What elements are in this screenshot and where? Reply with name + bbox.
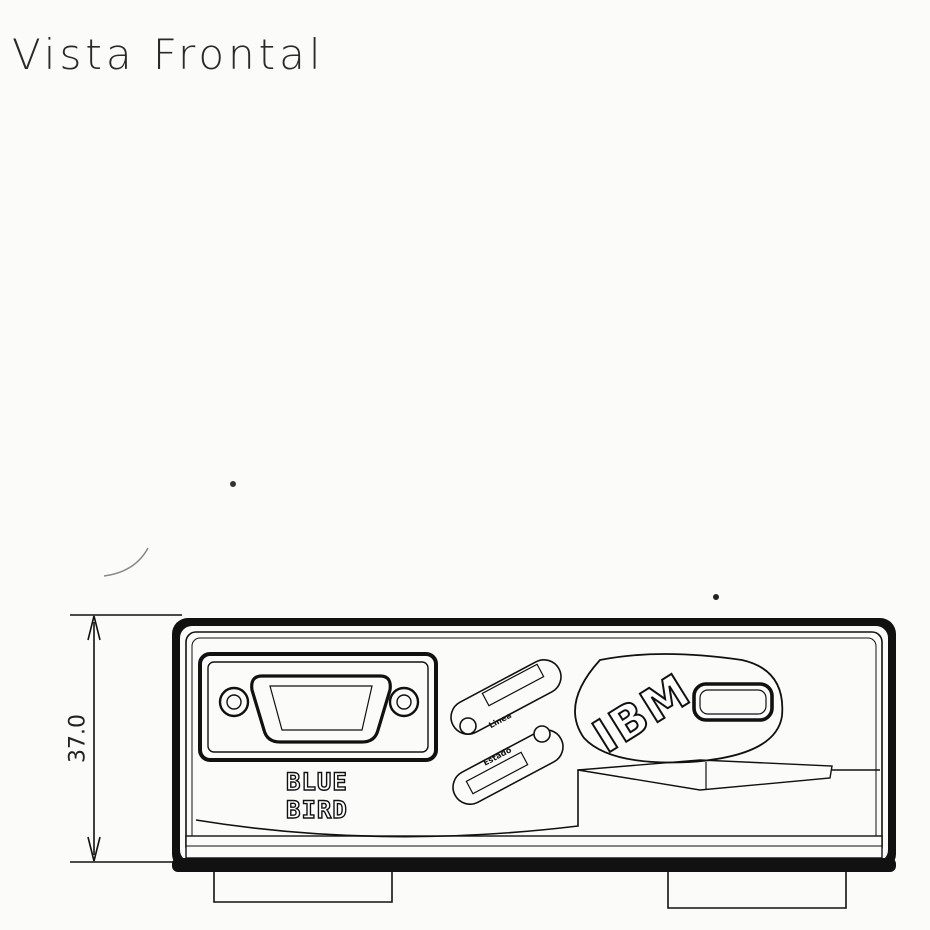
height-dimension-label: 37.0 xyxy=(65,714,91,763)
stray-dot xyxy=(713,594,719,600)
stray-arc xyxy=(103,547,149,577)
page-title: Vista Frontal xyxy=(12,30,325,79)
indicator-upper xyxy=(450,659,562,735)
serial-port xyxy=(198,652,438,762)
height-dimension xyxy=(70,614,182,863)
bluebird-logo-line2: BIRD xyxy=(285,795,348,824)
indicator-lower xyxy=(452,725,564,805)
bluebird-logo-line1: BLUE xyxy=(285,767,348,796)
stray-dot xyxy=(230,481,236,487)
device-feet xyxy=(213,872,847,909)
ibm-panel xyxy=(574,653,784,764)
